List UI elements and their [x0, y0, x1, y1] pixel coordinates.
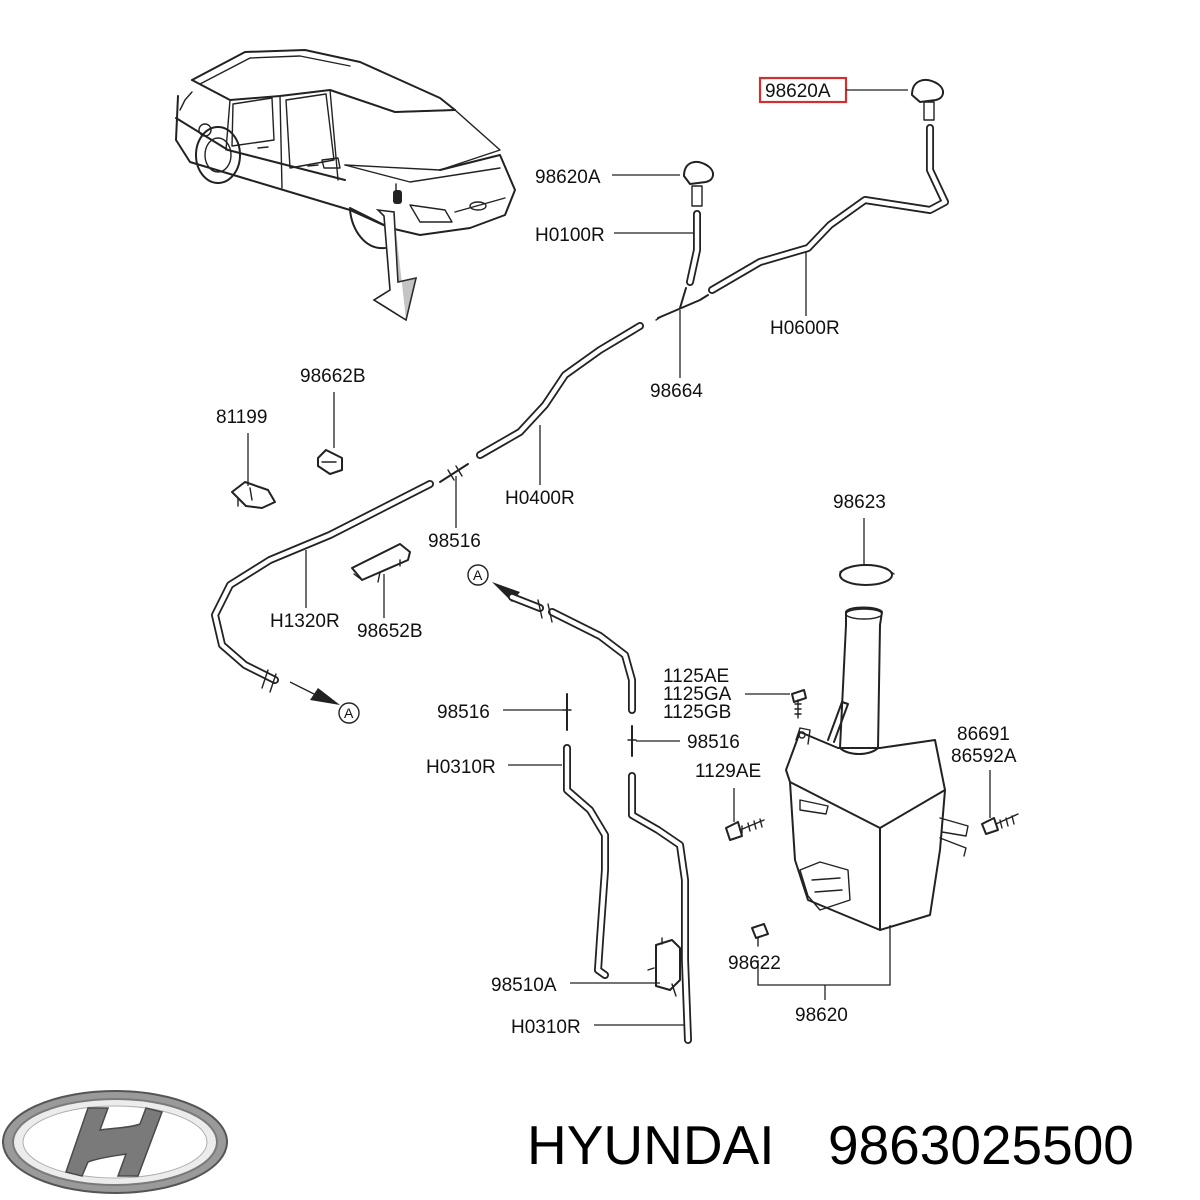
nozzle-left	[683, 160, 714, 207]
callout-clip-98652b: 98652B	[357, 621, 423, 642]
svg-text:A: A	[344, 705, 354, 721]
callout-nozzle-right: 98620A	[765, 81, 831, 102]
callout-bolt-1125gb: 1125GB	[663, 702, 731, 723]
callout-clip-98662b: 98662B	[300, 366, 366, 387]
callout-bolt-86691: 86691	[957, 724, 1010, 745]
reservoir-98620	[785, 606, 969, 931]
callout-hose-h0600r: H0600R	[770, 318, 840, 339]
callout-joint-98516-upper: 98516	[428, 531, 481, 552]
cap-98623	[839, 564, 895, 586]
clip-81199	[231, 481, 276, 509]
callout-clip-81199: 81199	[216, 407, 267, 428]
callout-pump-98510a: 98510A	[491, 975, 557, 996]
callout-reservoir-98620: 98620	[795, 1005, 848, 1026]
callout-nozzle-left: 98620A	[535, 167, 601, 188]
clip-98652b	[351, 543, 411, 583]
arrow-to-a-lower	[310, 688, 340, 705]
hose-h0600r	[708, 124, 949, 294]
car-illustration	[175, 49, 516, 322]
joint-98516-upper	[439, 463, 469, 483]
brand-name: HYUNDAI	[527, 1114, 775, 1176]
callout-hose-h0310r-lower: H0310R	[511, 1017, 581, 1038]
joint-98516-right	[627, 725, 637, 757]
callout-joint-98516-left: 98516	[437, 702, 490, 723]
bolt-1125	[791, 689, 807, 719]
hose-to-a	[508, 593, 636, 714]
svg-text:A: A	[473, 567, 483, 583]
callout-grommet-98622: 98622	[728, 953, 781, 974]
clip-98662b	[317, 449, 343, 475]
callout-hose-h0100r: H0100R	[535, 225, 605, 246]
bolt-1129ae	[725, 818, 765, 841]
joint-98516-left	[562, 693, 572, 731]
callout-joint-98516-right: 98516	[687, 732, 740, 753]
callout-bolt-86592a: 86592A	[951, 746, 1017, 767]
callout-bolt-1125ae: 1125AE	[663, 666, 729, 687]
connector-mark-a-lower	[338, 702, 360, 724]
connector-mark-a-upper	[467, 564, 489, 586]
connector-98664	[655, 287, 709, 321]
callout-cap-98623: 98623	[833, 492, 886, 513]
hose-h0310r-lower	[628, 772, 692, 1044]
part-number: 9863025500	[828, 1114, 1134, 1176]
bolt-86691	[981, 813, 1019, 835]
callout-hose-h1320r: H1320R	[270, 611, 340, 632]
callout-hose-h0310r-upper: H0310R	[426, 757, 496, 778]
hose-h0400r	[476, 322, 644, 459]
hose-h1320r	[211, 480, 434, 693]
callout-bolt-1129ae: 1129AE	[695, 761, 761, 782]
grommet-98622	[751, 923, 769, 947]
hyundai-logo	[2, 1090, 228, 1194]
hose-h0310r-upper	[563, 744, 609, 979]
callout-hose-h0400r: H0400R	[505, 488, 575, 509]
pump-98510a	[647, 937, 681, 997]
callout-bolt-1125ga: 1125GA	[663, 684, 732, 705]
callout-connector-98664: 98664	[650, 381, 703, 402]
nozzle-right	[911, 79, 944, 121]
hose-h0100r	[686, 210, 701, 286]
